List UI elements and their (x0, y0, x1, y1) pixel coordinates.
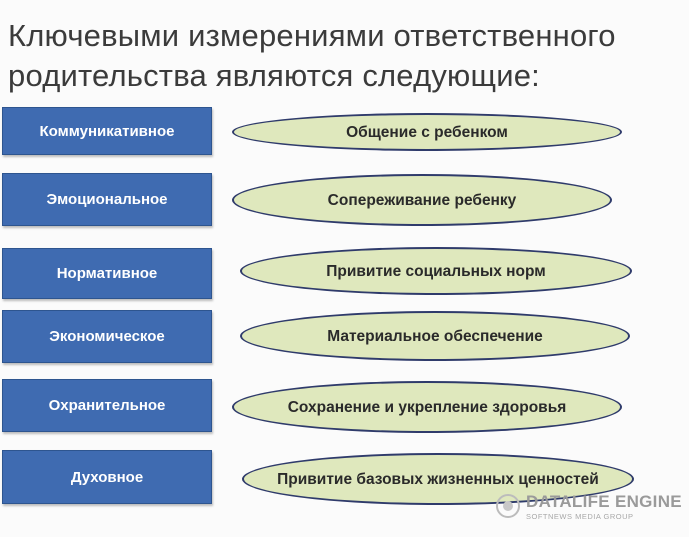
slide-title: Ключевыми измерениями ответственного род… (8, 18, 616, 93)
description-ellipse-life-values: Привитие базовых жизненных ценностей (242, 453, 634, 505)
dimension-box-normative: Нормативное (2, 248, 212, 299)
description-ellipse-health: Сохранение и укрепление здоровья (232, 381, 622, 433)
watermark-title: DATALIFE ENGINE (526, 492, 682, 511)
dimension-box-communicative: Коммуникативное (2, 107, 212, 155)
watermark-subtitle: SOFTNEWS MEDIA GROUP (526, 512, 634, 521)
dimension-box-protective: Охранительное (2, 379, 212, 432)
description-ellipse-communication: Общение с ребенком (232, 113, 622, 151)
dimension-box-spiritual: Духовное (2, 450, 212, 504)
dimension-box-emotional: Эмоциональное (2, 173, 212, 226)
description-ellipse-social-norms: Привитие социальных норм (240, 247, 632, 295)
watermark: DATALIFE ENGINE SOFTNEWS MEDIA GROUP (496, 490, 686, 524)
description-ellipse-material-support: Материальное обеспечение (240, 311, 630, 361)
dimension-box-economic: Экономическое (2, 310, 212, 363)
watermark-logo-icon (496, 494, 520, 518)
description-ellipse-empathy: Сопереживание ребенку (232, 174, 612, 226)
